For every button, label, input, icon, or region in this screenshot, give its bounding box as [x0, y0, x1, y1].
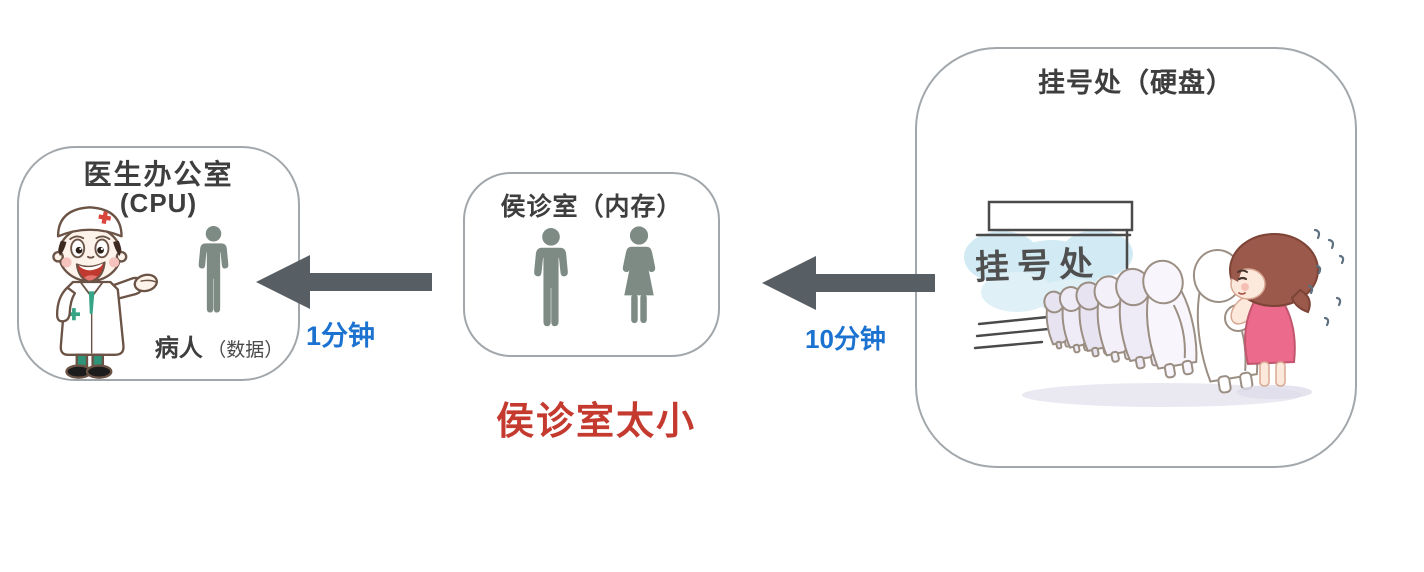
disk-box: 挂号处（硬盘） 挂号处 [915, 47, 1357, 468]
doctor-cartoon [52, 206, 159, 379]
memory-too-small-caption: 侯诊室太小 [495, 401, 696, 443]
patient-label: 病人 （数据） [139, 328, 299, 363]
arrow-disk-to-memory-label: 10分钟 [805, 324, 886, 354]
cpu-box-title: 医生办公室 [83, 159, 234, 190]
patient-label-text: 病人 [154, 335, 203, 362]
queue-girl [1224, 233, 1319, 399]
sweat-drops [1307, 228, 1345, 327]
disk-box-title: 挂号处（硬盘） [1038, 68, 1234, 98]
cpu-box: 医生办公室 (CPU) [17, 146, 300, 381]
red-cross-icon [98, 211, 112, 224]
male-person-icon [198, 225, 229, 313]
registration-queue-cartoon: 挂号处 [964, 200, 1345, 407]
memory-box: 侯诊室（内存） [463, 172, 720, 357]
registration-signboard [975, 200, 1134, 280]
girl-dress [1244, 298, 1296, 366]
arrow-memory-to-cpu-label: 1分钟 [306, 321, 376, 351]
male-person-icon [534, 228, 568, 327]
patient-label-paren: （数据） [207, 340, 284, 361]
memory-box-title: 侯诊室（内存） [500, 193, 683, 221]
female-person-icon [622, 226, 656, 324]
cpu-box-subtitle: (CPU) [119, 188, 198, 218]
arrow-disk-to-memory [762, 256, 935, 310]
queue-shadow [1022, 383, 1302, 407]
arrow-memory-to-cpu [256, 255, 432, 309]
registration-sign-text: 挂号处 [974, 245, 1101, 287]
blue-wash [964, 230, 1133, 315]
